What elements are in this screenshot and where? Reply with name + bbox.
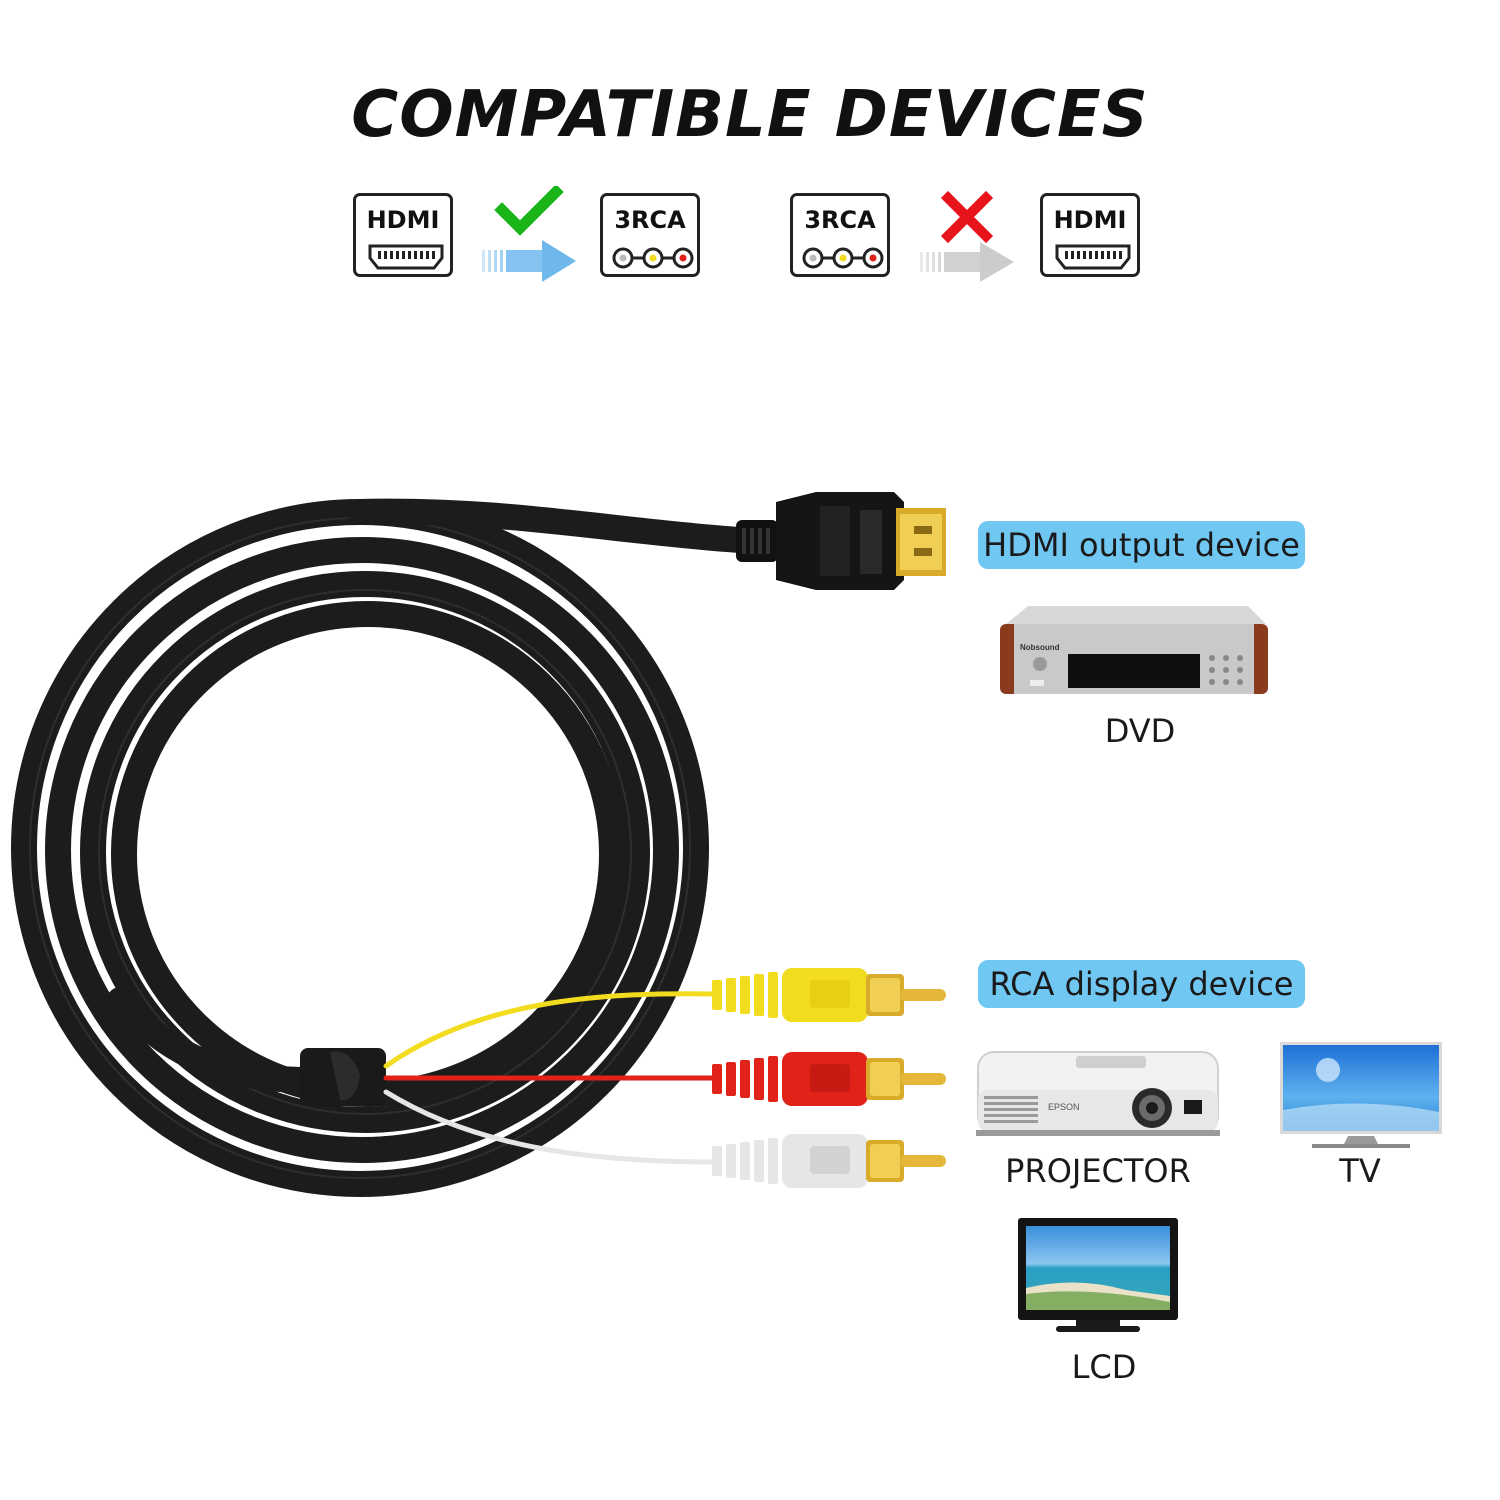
rca-plug-yellow (712, 968, 946, 1022)
rca-plug-white (712, 1134, 946, 1188)
rca-port-badge-target: 3RCA (600, 193, 700, 277)
hdmi-port-badge-target: HDMI (1040, 193, 1140, 277)
port-label: 3RCA (804, 206, 876, 234)
rca-port-badge-source: 3RCA (790, 193, 890, 277)
dvd-label: DVD (1104, 712, 1176, 750)
hdmi-port-icon (1055, 244, 1131, 270)
hdmi-plug (736, 492, 946, 590)
tv-icon (1280, 1042, 1442, 1148)
projector-icon: EPSON (976, 1051, 1220, 1136)
hdmi-to-rca-cable-illustration (11, 492, 946, 1197)
projector-label: PROJECTOR (1005, 1152, 1191, 1190)
rca-display-device-badge: RCA display device (978, 960, 1305, 1008)
port-label: HDMI (366, 206, 440, 234)
port-label: HDMI (1053, 206, 1127, 234)
cross-icon (940, 190, 994, 244)
rca-port-icon (612, 247, 694, 269)
unsupported-direction-indicator (920, 190, 1014, 282)
dvd-brand: Nobsound (1020, 643, 1060, 652)
lcd-label: LCD (1071, 1348, 1137, 1386)
arrow-right-icon (482, 240, 576, 282)
page-title: COMPATIBLE DEVICES (351, 78, 1149, 152)
cable-splitter (300, 1048, 386, 1106)
hdmi-port-icon (368, 244, 444, 270)
check-icon (494, 186, 564, 236)
lcd-monitor-icon (1018, 1218, 1178, 1332)
hdmi-output-device-badge: HDMI output device (978, 521, 1305, 569)
supported-direction-indicator (482, 186, 576, 282)
tv-label: TV (1339, 1152, 1381, 1190)
hdmi-port-badge-source: HDMI (353, 193, 453, 277)
arrow-right-icon (920, 242, 1014, 282)
projector-brand: EPSON (1048, 1102, 1080, 1112)
dvd-player-icon: Nobsound (1000, 606, 1268, 694)
rca-plug-red (712, 1052, 946, 1106)
port-label: 3RCA (614, 206, 686, 234)
rca-port-icon (802, 247, 884, 269)
